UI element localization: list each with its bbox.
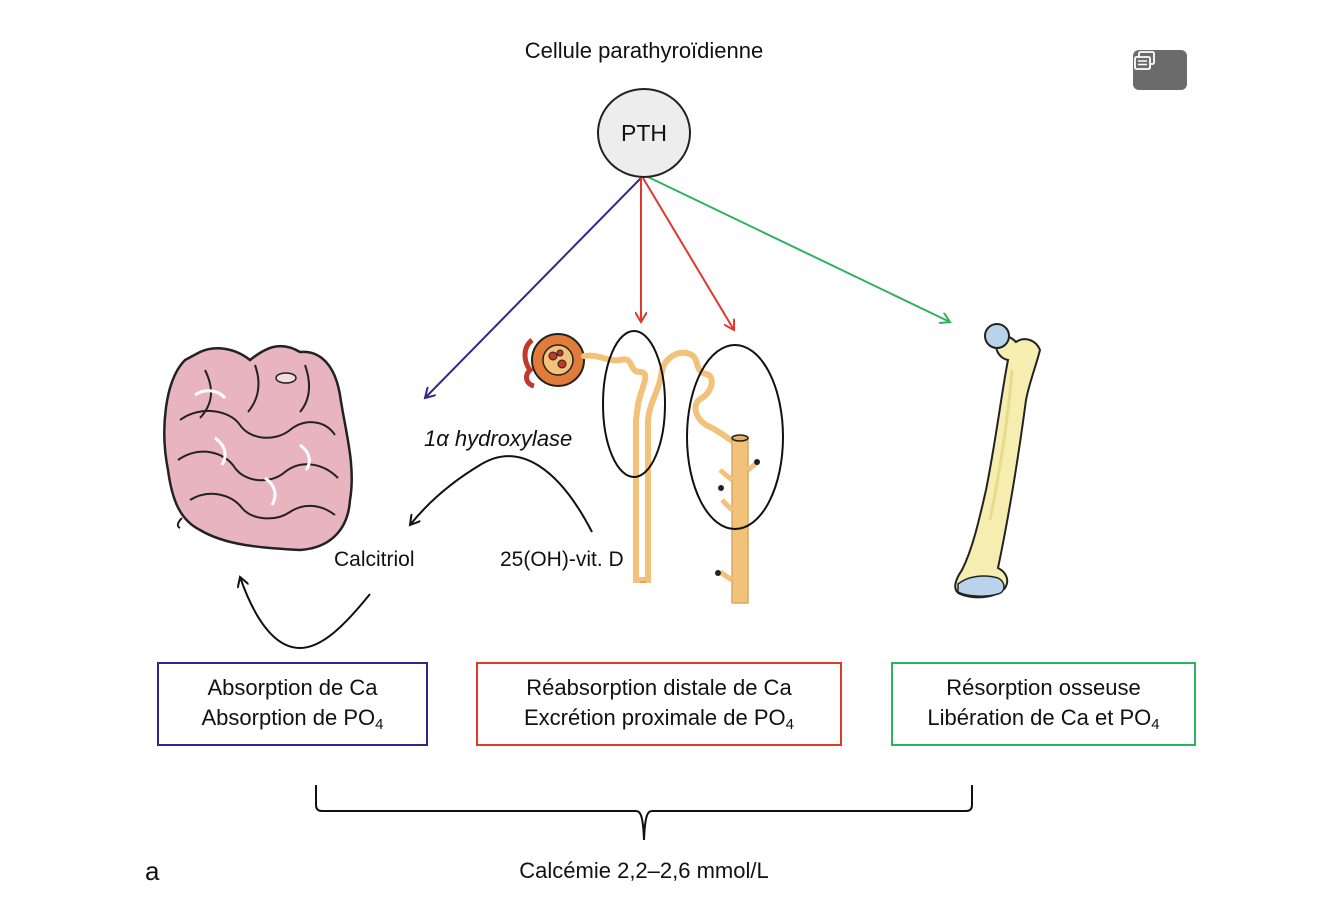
hydroxylase-label: 1α hydroxylase	[424, 426, 573, 451]
calcemia-label: Calcémie 2,2–2,6 mmol/L	[519, 858, 769, 883]
calcitriol-to-intestine-arrow	[240, 577, 371, 650]
kidney-effect-box: Réabsorption distale de Ca Excrétion pro…	[476, 662, 842, 746]
intestine-effect-line2-text: Absorption de PO	[201, 705, 376, 730]
intestine-effect-box: Absorption de Ca Absorption de PO4	[157, 662, 428, 746]
proximal-tubule-highlight	[602, 330, 666, 478]
bone-effect-line2-subscript: 4	[1151, 716, 1160, 733]
kidney-effect-line2: Excrétion proximale de PO4	[478, 703, 840, 733]
distal-tubule-highlight	[686, 344, 784, 530]
kidney-effect-line2-subscript: 4	[785, 716, 794, 733]
diagram-title: Cellule parathyroïdienne	[524, 38, 764, 63]
pth-to-distal-tubule-arrow	[642, 177, 734, 330]
pth-to-bone-arrow	[645, 175, 950, 322]
nephron-icon	[522, 330, 784, 604]
calcemia-brace	[315, 785, 973, 841]
intestine-effect-line2-subscript: 4	[375, 716, 384, 733]
femur-icon	[954, 323, 1042, 599]
intestine-effect-line1: Absorption de Ca	[207, 675, 378, 700]
bone-effect-box: Résorption osseuse Libération de Ca et P…	[891, 662, 1196, 746]
bone-effect-line2-text: Libération de Ca et PO	[927, 705, 1152, 730]
intestine-icon	[163, 344, 353, 552]
pth-label: PTH	[621, 119, 667, 146]
vitamin-d-label: 25(OH)-vit. D	[500, 548, 624, 571]
pth-node: PTH	[597, 88, 691, 178]
bone-effect-line2: Libération de Ca et PO4	[893, 703, 1194, 733]
panel-label: a	[145, 856, 160, 886]
pth-to-intestine-arrow	[425, 177, 642, 398]
note-icon	[1134, 51, 1155, 70]
hydroxylase-arrow	[410, 455, 593, 533]
note-button[interactable]	[1133, 50, 1187, 90]
calcitriol-label: Calcitriol	[334, 548, 415, 571]
kidney-effect-line1: Réabsorption distale de Ca	[526, 675, 792, 700]
bone-effect-line1: Résorption osseuse	[946, 675, 1141, 700]
kidney-effect-line2-text: Excrétion proximale de PO	[523, 705, 786, 730]
intestine-effect-line2: Absorption de PO4	[159, 703, 426, 733]
